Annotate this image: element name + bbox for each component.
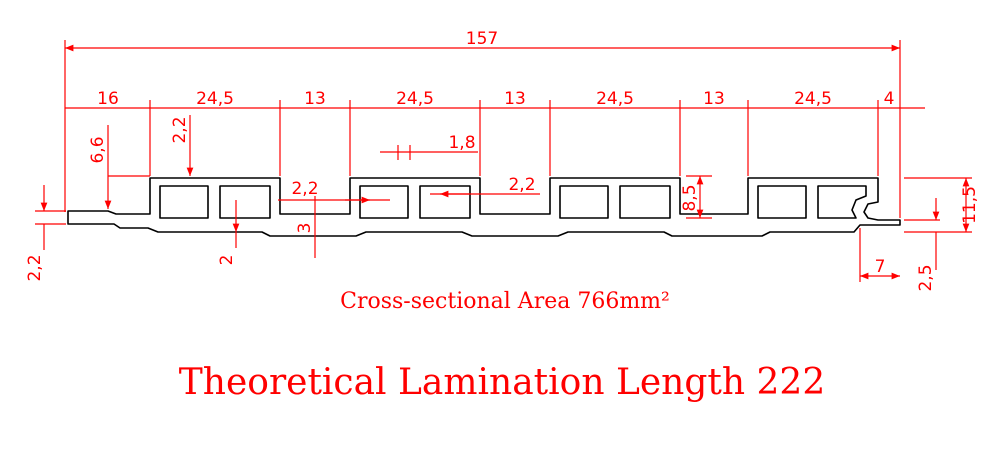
lamination-caption: Theoretical Lamination Length 222: [179, 362, 825, 403]
dim-inner-wall-a: 2,2: [291, 179, 318, 199]
dim-groove-depth: 3: [295, 223, 315, 234]
dim-left-height: 6,6: [88, 136, 108, 163]
dimension-labels: 157 16 24,5 13 24,5 13 24,5 13 24,5 4 6,…: [25, 29, 980, 292]
dim-segment-2: 24,5: [196, 89, 234, 109]
dim-rib-width: 1,8: [448, 133, 475, 153]
cavities: [159, 185, 867, 219]
dim-segment-4: 24,5: [396, 89, 434, 109]
area-caption: Cross-sectional Area 766mm²: [340, 289, 670, 314]
dim-right-offset: 2,5: [916, 264, 936, 291]
dim-cavity-height: 8,5: [680, 184, 700, 211]
dim-segment-1: 16: [97, 89, 119, 109]
profile-outline: [67, 177, 901, 237]
dim-segment-6: 24,5: [596, 89, 634, 109]
dimension-lines: [40, 44, 970, 280]
dim-total-width: 157: [466, 29, 498, 49]
dim-right-tongue: 7: [875, 257, 886, 277]
dim-bottom-wall: 2: [217, 255, 237, 266]
dim-segment-8: 24,5: [794, 89, 832, 109]
dim-segment-9: 4: [884, 89, 895, 109]
dim-inner-wall-b: 2,2: [508, 175, 535, 195]
dim-total-height: 11,5: [960, 186, 980, 224]
dim-top-wall: 2,2: [170, 116, 190, 143]
dim-segment-5: 13: [504, 89, 526, 109]
extension-lines: [35, 40, 972, 282]
dim-segment-7: 13: [703, 89, 725, 109]
dim-tongue-thickness: 2,2: [25, 254, 45, 281]
dim-segment-3: 13: [304, 89, 326, 109]
